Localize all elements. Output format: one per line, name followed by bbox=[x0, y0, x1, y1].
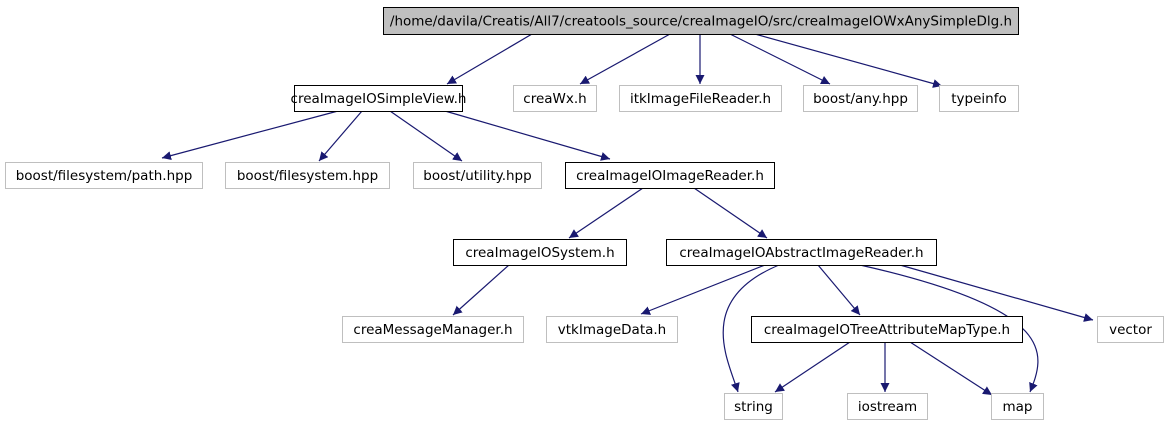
node-box bbox=[666, 239, 937, 266]
node-box bbox=[342, 316, 524, 343]
node-label: iostream bbox=[858, 399, 917, 415]
node-string: string bbox=[724, 393, 783, 420]
node-box bbox=[513, 85, 597, 112]
node-label: typeinfo bbox=[951, 91, 1006, 107]
node-iostream: iostream bbox=[847, 393, 928, 420]
node-box bbox=[991, 393, 1044, 420]
node-label: string bbox=[734, 399, 773, 415]
node-box bbox=[619, 85, 782, 112]
node-creawx: creaWx.h bbox=[513, 85, 597, 112]
edge-simpleview-to-fspath bbox=[161, 110, 339, 161]
node-label: creaWx.h bbox=[523, 91, 586, 107]
node-fs: boost/filesystem.hpp bbox=[225, 162, 390, 189]
node-box bbox=[724, 393, 783, 420]
node-label: itkImageFileReader.h bbox=[630, 91, 771, 107]
node-label: creaImageIOAbstractImageReader.h bbox=[679, 245, 923, 261]
edge-system-to-msgmgr bbox=[452, 264, 510, 316]
edge-abstractreader-to-vtkimagedata bbox=[640, 264, 766, 315]
edge-simpleview-to-fs bbox=[318, 110, 363, 162]
node-box bbox=[5, 162, 203, 189]
node-box bbox=[546, 316, 678, 343]
node-boostany: boost/any.hpp bbox=[803, 85, 918, 112]
node-abstractreader[interactable]: creaImageIOAbstractImageReader.h bbox=[666, 239, 937, 266]
node-vector: vector bbox=[1097, 316, 1164, 343]
edge-root-to-boostany bbox=[729, 33, 831, 85]
node-label: creaMessageManager.h bbox=[353, 322, 512, 338]
node-system[interactable]: creaImageIOSystem.h bbox=[453, 239, 627, 266]
edge-root-to-simpleview bbox=[446, 33, 533, 85]
edges-layer bbox=[161, 33, 1094, 396]
edge-abstractreader-to-vector bbox=[899, 264, 1094, 322]
edge-treeattr-to-string bbox=[774, 341, 851, 393]
node-box bbox=[383, 7, 1019, 35]
node-label: creaImageIOImageReader.h bbox=[576, 168, 764, 184]
node-vtkimagedata: vtkImageData.h bbox=[546, 316, 678, 343]
edge-imagereader-to-system bbox=[568, 187, 644, 239]
node-label: creaImageIOSimpleView.h bbox=[291, 91, 467, 107]
node-simpleview[interactable]: creaImageIOSimpleView.h bbox=[291, 85, 467, 112]
node-label: boost/filesystem.hpp bbox=[237, 168, 378, 184]
node-box bbox=[939, 85, 1019, 112]
node-box bbox=[413, 162, 542, 189]
edge-treeattr-to-map bbox=[909, 341, 993, 396]
node-itkreader: itkImageFileReader.h bbox=[619, 85, 782, 112]
node-map: map bbox=[991, 393, 1044, 420]
node-label: creaImageIOTreeAttributeMapType.h bbox=[764, 322, 1010, 338]
node-typeinfo: typeinfo bbox=[939, 85, 1019, 112]
node-treeattr[interactable]: creaImageIOTreeAttributeMapType.h bbox=[751, 316, 1023, 343]
node-label: /home/davila/Creatis/All7/creatools_sour… bbox=[390, 14, 1012, 30]
edge-imagereader-to-abstractreader bbox=[693, 187, 768, 239]
node-utility: boost/utility.hpp bbox=[413, 162, 542, 189]
node-label: boost/filesystem/path.hpp bbox=[16, 168, 193, 184]
node-label: vtkImageData.h bbox=[558, 322, 666, 338]
edge-abstractreader-to-treeattr bbox=[817, 264, 861, 316]
node-label: boost/any.hpp bbox=[813, 91, 908, 107]
node-box bbox=[1097, 316, 1164, 343]
node-label: map bbox=[1003, 399, 1033, 415]
node-box bbox=[294, 85, 463, 112]
edge-abstractreader-to-map bbox=[859, 264, 1039, 393]
node-label: boost/utility.hpp bbox=[423, 168, 531, 184]
node-box bbox=[847, 393, 928, 420]
node-label: vector bbox=[1109, 322, 1152, 338]
node-box bbox=[565, 162, 775, 189]
node-box bbox=[803, 85, 918, 112]
node-label: creaImageIOSystem.h bbox=[465, 245, 614, 261]
node-box bbox=[751, 316, 1023, 343]
edge-root-to-typeinfo bbox=[754, 33, 943, 88]
node-box bbox=[225, 162, 390, 189]
edge-root-to-creawx bbox=[579, 33, 671, 85]
edge-simpleview-to-imagereader bbox=[444, 110, 611, 161]
node-imagereader[interactable]: creaImageIOImageReader.h bbox=[565, 162, 775, 189]
node-root[interactable]: /home/davila/Creatis/All7/creatools_sour… bbox=[383, 7, 1019, 35]
nodes-layer: /home/davila/Creatis/All7/creatools_sour… bbox=[5, 7, 1164, 420]
edge-simpleview-to-utility bbox=[389, 110, 463, 162]
node-box bbox=[453, 239, 627, 266]
node-fspath: boost/filesystem/path.hpp bbox=[5, 162, 203, 189]
edge-abstractreader-to-string bbox=[722, 264, 780, 393]
node-msgmgr: creaMessageManager.h bbox=[342, 316, 524, 343]
